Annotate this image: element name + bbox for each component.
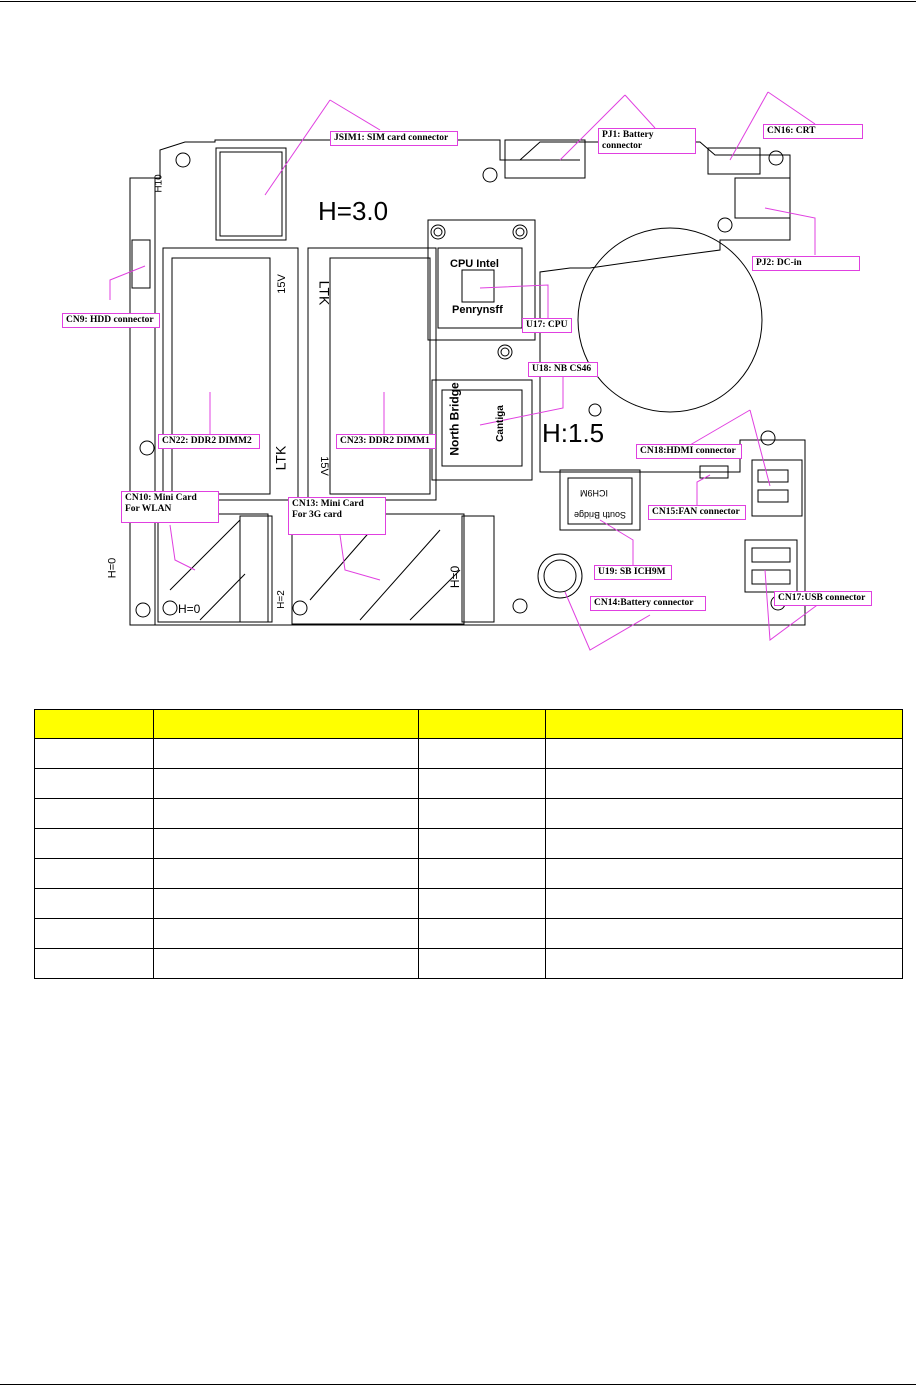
- table-row: [34, 948, 903, 979]
- table-cell: [545, 948, 903, 979]
- silk-ltk-2: LTK: [316, 280, 333, 306]
- table-cell: [418, 768, 546, 799]
- table-row: [34, 798, 903, 829]
- table-row: [34, 768, 903, 799]
- table-cell: [418, 888, 546, 919]
- table-cell: [153, 858, 419, 889]
- callout-cn9: CN9: HDD connector: [62, 313, 160, 328]
- table-cell: [34, 798, 154, 829]
- table-cell: [34, 858, 154, 889]
- silk-h0-mid: H=0: [448, 565, 463, 589]
- silk-cantiga: Cantiga: [494, 405, 506, 442]
- table-cell: [153, 738, 419, 769]
- table-cell: [418, 738, 546, 769]
- callout-u19: U19: SB ICH9M: [594, 565, 672, 580]
- table-row: [34, 738, 903, 769]
- callout-pj1: PJ1: Battery connector: [598, 128, 696, 154]
- table-cell: [34, 888, 154, 919]
- silk-h10: H10: [153, 174, 165, 193]
- motherboard-diagram: [109, 91, 821, 651]
- table-cell: [418, 828, 546, 859]
- silk-north-bridge: North Bridge: [447, 382, 462, 456]
- callout-u18: U18: NB CS46: [528, 362, 598, 377]
- table-cell: [545, 918, 903, 949]
- table-cell: [545, 828, 903, 859]
- callout-pj2: PJ2: DC-in: [752, 256, 860, 271]
- silk-h30: H=3.0: [318, 196, 389, 226]
- table-header-cell: [34, 709, 154, 739]
- table-cell: [418, 858, 546, 889]
- table-cell: [153, 798, 419, 829]
- callout-jsim1: JSIM1: SIM card connector: [330, 131, 458, 146]
- table-cell: [34, 918, 154, 949]
- silk-cpu-intel: CPU Intel: [450, 258, 499, 270]
- table-row: [34, 858, 903, 889]
- table-cell: [545, 858, 903, 889]
- silk-15v-2: 15V: [317, 456, 330, 476]
- table-cell: [153, 768, 419, 799]
- table-cell: [545, 768, 903, 799]
- table-cell: [153, 828, 419, 859]
- table-cell: [34, 738, 154, 769]
- callout-cn10: CN10: Mini Card For WLAN: [121, 491, 219, 523]
- callout-cn17: CN17:USB connector: [774, 591, 872, 606]
- table-cell: [545, 888, 903, 919]
- table-cell: [34, 948, 154, 979]
- parts-table: [34, 709, 903, 979]
- bottom-rule: [0, 1384, 916, 1385]
- silk-h0-left: H=0: [106, 557, 119, 579]
- silk-ich9m: ICH9M: [580, 488, 609, 498]
- callout-cn13: CN13: Mini Card For 3G card: [288, 497, 386, 535]
- callout-cn18: CN18:HDMI connector: [636, 444, 742, 459]
- callout-cn15: CN15:FAN connector: [648, 505, 746, 520]
- table-header-cell: [418, 709, 546, 739]
- silk-h2: H=2: [275, 590, 287, 609]
- table-row: [34, 888, 903, 919]
- callout-cn14: CN14:Battery connector: [590, 596, 706, 611]
- table-header-cell: [153, 709, 419, 739]
- silk-south-bridge: South Bridge: [574, 510, 627, 520]
- table-cell: [545, 798, 903, 829]
- table-cell: [418, 948, 546, 979]
- table-cell: [418, 918, 546, 949]
- table-row: [34, 918, 903, 949]
- silk-ltk-1: LTK: [272, 445, 289, 471]
- silk-15v-1: 15V: [275, 274, 288, 294]
- table-cell: [153, 948, 419, 979]
- callout-cn22: CN22: DDR2 DIMM2: [158, 434, 260, 449]
- table-cell: [153, 918, 419, 949]
- table-row: [34, 828, 903, 859]
- silk-h15: H:1.5: [542, 418, 605, 448]
- table-header-row: [34, 709, 903, 739]
- silk-penryn: Penrynsff: [452, 304, 503, 316]
- callout-cn23: CN23: DDR2 DIMM1: [336, 434, 436, 449]
- callout-cn16: CN16: CRT: [763, 124, 863, 139]
- callout-u17: U17: CPU: [522, 318, 572, 333]
- table-cell: [418, 798, 546, 829]
- table-header-cell: [545, 709, 903, 739]
- silk-h0-bottom: H=0: [178, 602, 201, 616]
- top-rule: [0, 1, 916, 2]
- table-cell: [34, 768, 154, 799]
- table-cell: [34, 828, 154, 859]
- table-cell: [153, 888, 419, 919]
- table-cell: [545, 738, 903, 769]
